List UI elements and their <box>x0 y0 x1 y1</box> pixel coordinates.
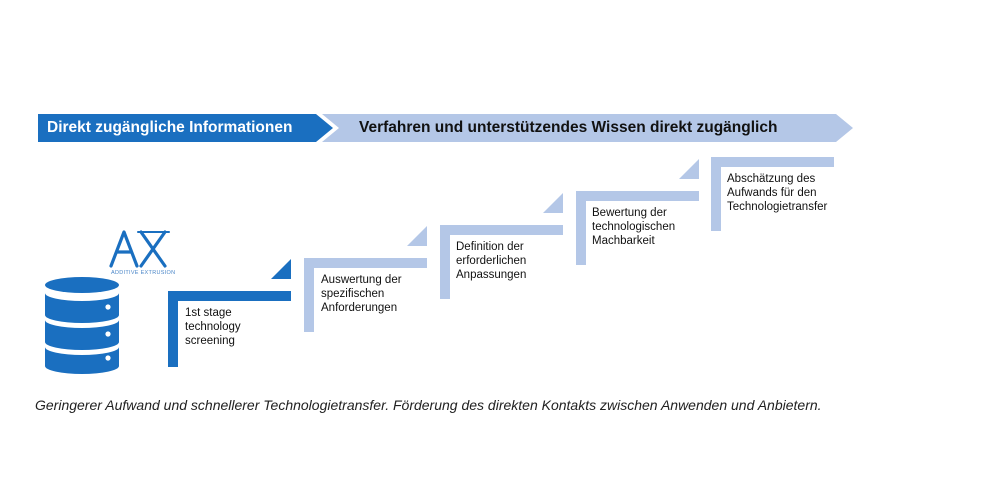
banner-arrow-left <box>38 114 333 142</box>
step-1-shape <box>168 259 291 367</box>
step-2-label: Auswertung der spezifischen Anforderunge… <box>321 274 402 314</box>
logo-subtitle: ADDITIVE EXTRUSION <box>111 270 176 276</box>
banner-left-label: Direkt zugängliche Informationen <box>47 119 293 136</box>
database-icon <box>45 277 119 374</box>
step-5-shape <box>711 157 834 231</box>
caption: Geringerer Aufwand und schnellerer Techn… <box>35 397 822 413</box>
banner-arrow-right <box>322 114 853 142</box>
step-3-label: Definition der erforderlichen Anpassunge… <box>456 241 527 281</box>
step-4-label: Bewertung der technologischen Machbarkei… <box>592 207 676 247</box>
step-2-shape <box>304 226 427 332</box>
ax-logo-icon <box>109 230 170 268</box>
step-5-label: Abschätzung des Aufwands für den Technol… <box>727 173 828 213</box>
step-3-shape <box>440 193 563 299</box>
step-4-shape <box>576 159 699 265</box>
banner-right-label: Verfahren und unterstützendes Wissen dir… <box>359 119 778 136</box>
step-1-label: 1st stage technology screening <box>185 307 241 347</box>
